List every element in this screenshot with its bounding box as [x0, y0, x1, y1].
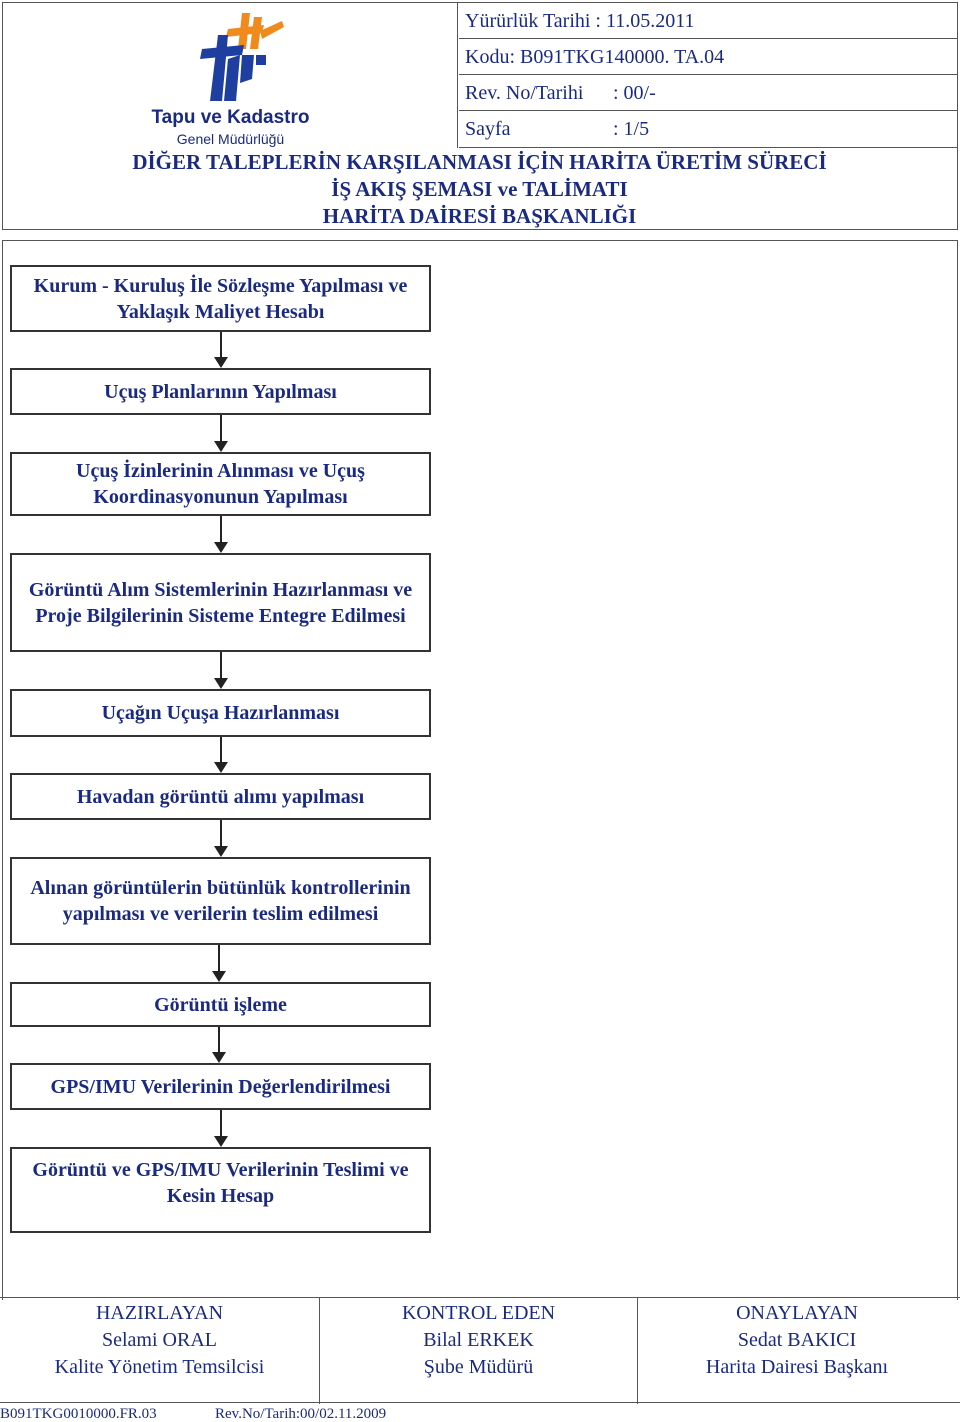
logo-subtitle: Genel Müdürlüğü	[176, 131, 285, 147]
form-revision: Rev.No/Tarih:00/02.11.2009	[215, 1406, 387, 1422]
step-aircraft-preparation: Uçağın Uçuşa Hazırlanması	[10, 689, 431, 737]
step-gps-imu-evaluation: GPS/IMU Verilerinin Değerlendirilmesi	[10, 1063, 431, 1110]
arrow-7	[211, 945, 227, 982]
step-contract: Kurum - Kuruluş İle Sözleşme Yapılması v…	[10, 265, 431, 332]
signature-controlled: KONTROL EDEN Bilal ERKEK Şube Müdürü	[320, 1298, 638, 1404]
approved-role: ONAYLAYAN	[736, 1302, 858, 1324]
step-aerial-imaging: Havadan görüntü alımı yapılması	[10, 773, 431, 820]
approved-name: Sedat BAKICI	[737, 1329, 857, 1351]
arrow-1	[213, 332, 229, 368]
title-line-1: DİĞER TALEPLERİN KARŞILANMASI İÇİN HARİT…	[132, 150, 827, 174]
title-line-2: İŞ AKIŞ ŞEMASI ve TALİMATI	[331, 177, 628, 201]
controlled-title: Şube Müdürü	[423, 1356, 534, 1378]
logo-title: Tapu ve Kadastro	[151, 107, 310, 128]
revision-label: Rev. No/Tarihi	[465, 82, 584, 104]
step-image-processing: Görüntü işleme	[10, 982, 431, 1027]
revision-value: : 00/-	[613, 82, 656, 104]
signature-table: HAZIRLAYAN Selami ORAL Kalite Yönetim Te…	[0, 1297, 960, 1404]
arrow-4	[213, 652, 229, 689]
approved-title: Harita Dairesi Başkanı	[705, 1356, 889, 1378]
page-label: Sayfa	[465, 118, 511, 140]
arrow-9	[213, 1110, 229, 1147]
prepared-name: Selami ORAL	[102, 1329, 217, 1351]
signature-approved: ONAYLAYAN Sedat BAKICI Harita Dairesi Ba…	[638, 1298, 956, 1404]
controlled-name: Bilal ERKEK	[423, 1329, 534, 1351]
revision-row: Rev. No/Tarihi : 00/-	[459, 75, 957, 111]
document-code: Kodu: B091TKG140000. TA.04	[459, 39, 957, 75]
arrow-2	[213, 415, 229, 452]
step-integrity-checks: Alınan görüntülerin bütünlük kontrolleri…	[10, 857, 431, 945]
controlled-role: KONTROL EDEN	[401, 1302, 556, 1324]
arrow-3	[213, 516, 229, 553]
prepared-title: Kalite Yönetim Temsilcisi	[54, 1356, 265, 1378]
document-header: Tapu ve Kadastro Genel Müdürlüğü Yürürlü…	[2, 2, 958, 230]
prepared-role: HAZIRLAYAN	[95, 1302, 224, 1324]
step-flight-planning: Uçuş Planlarının Yapılması	[10, 368, 431, 415]
page-value: : 1/5	[613, 118, 650, 140]
form-code: B091TKG0010000.FR.03	[0, 1406, 157, 1422]
page-row: Sayfa : 1/5	[459, 111, 957, 148]
step-flight-permits: Uçuş İzinlerinin Alınması ve Uçuş Koordi…	[10, 452, 431, 516]
arrow-6	[213, 820, 229, 857]
title-line-3: HARİTA DAİRESİ BAŞKANLIĞI	[322, 204, 637, 228]
flowchart-frame	[2, 240, 958, 1300]
document-footer: B091TKG0010000.FR.03 Rev.No/Tarih:00/02.…	[0, 1406, 960, 1422]
arrow-8	[211, 1027, 227, 1063]
step-system-preparation: Görüntü Alım Sistemlerinin Hazırlanması …	[10, 553, 431, 652]
signature-prepared: HAZIRLAYAN Selami ORAL Kalite Yönetim Te…	[0, 1298, 320, 1404]
logo-cell: Tapu ve Kadastro Genel Müdürlüğü	[3, 3, 458, 148]
effective-date: Yürürlük Tarihi : 11.05.2011	[459, 3, 957, 39]
step-final-delivery: Görüntü ve GPS/IMU Verilerinin Teslimi v…	[10, 1147, 431, 1233]
document-titles: DİĞER TALEPLERİN KARŞILANMASI İÇİN HARİT…	[3, 149, 956, 230]
arrow-5	[213, 737, 229, 773]
tkgm-logo-icon	[200, 13, 284, 101]
